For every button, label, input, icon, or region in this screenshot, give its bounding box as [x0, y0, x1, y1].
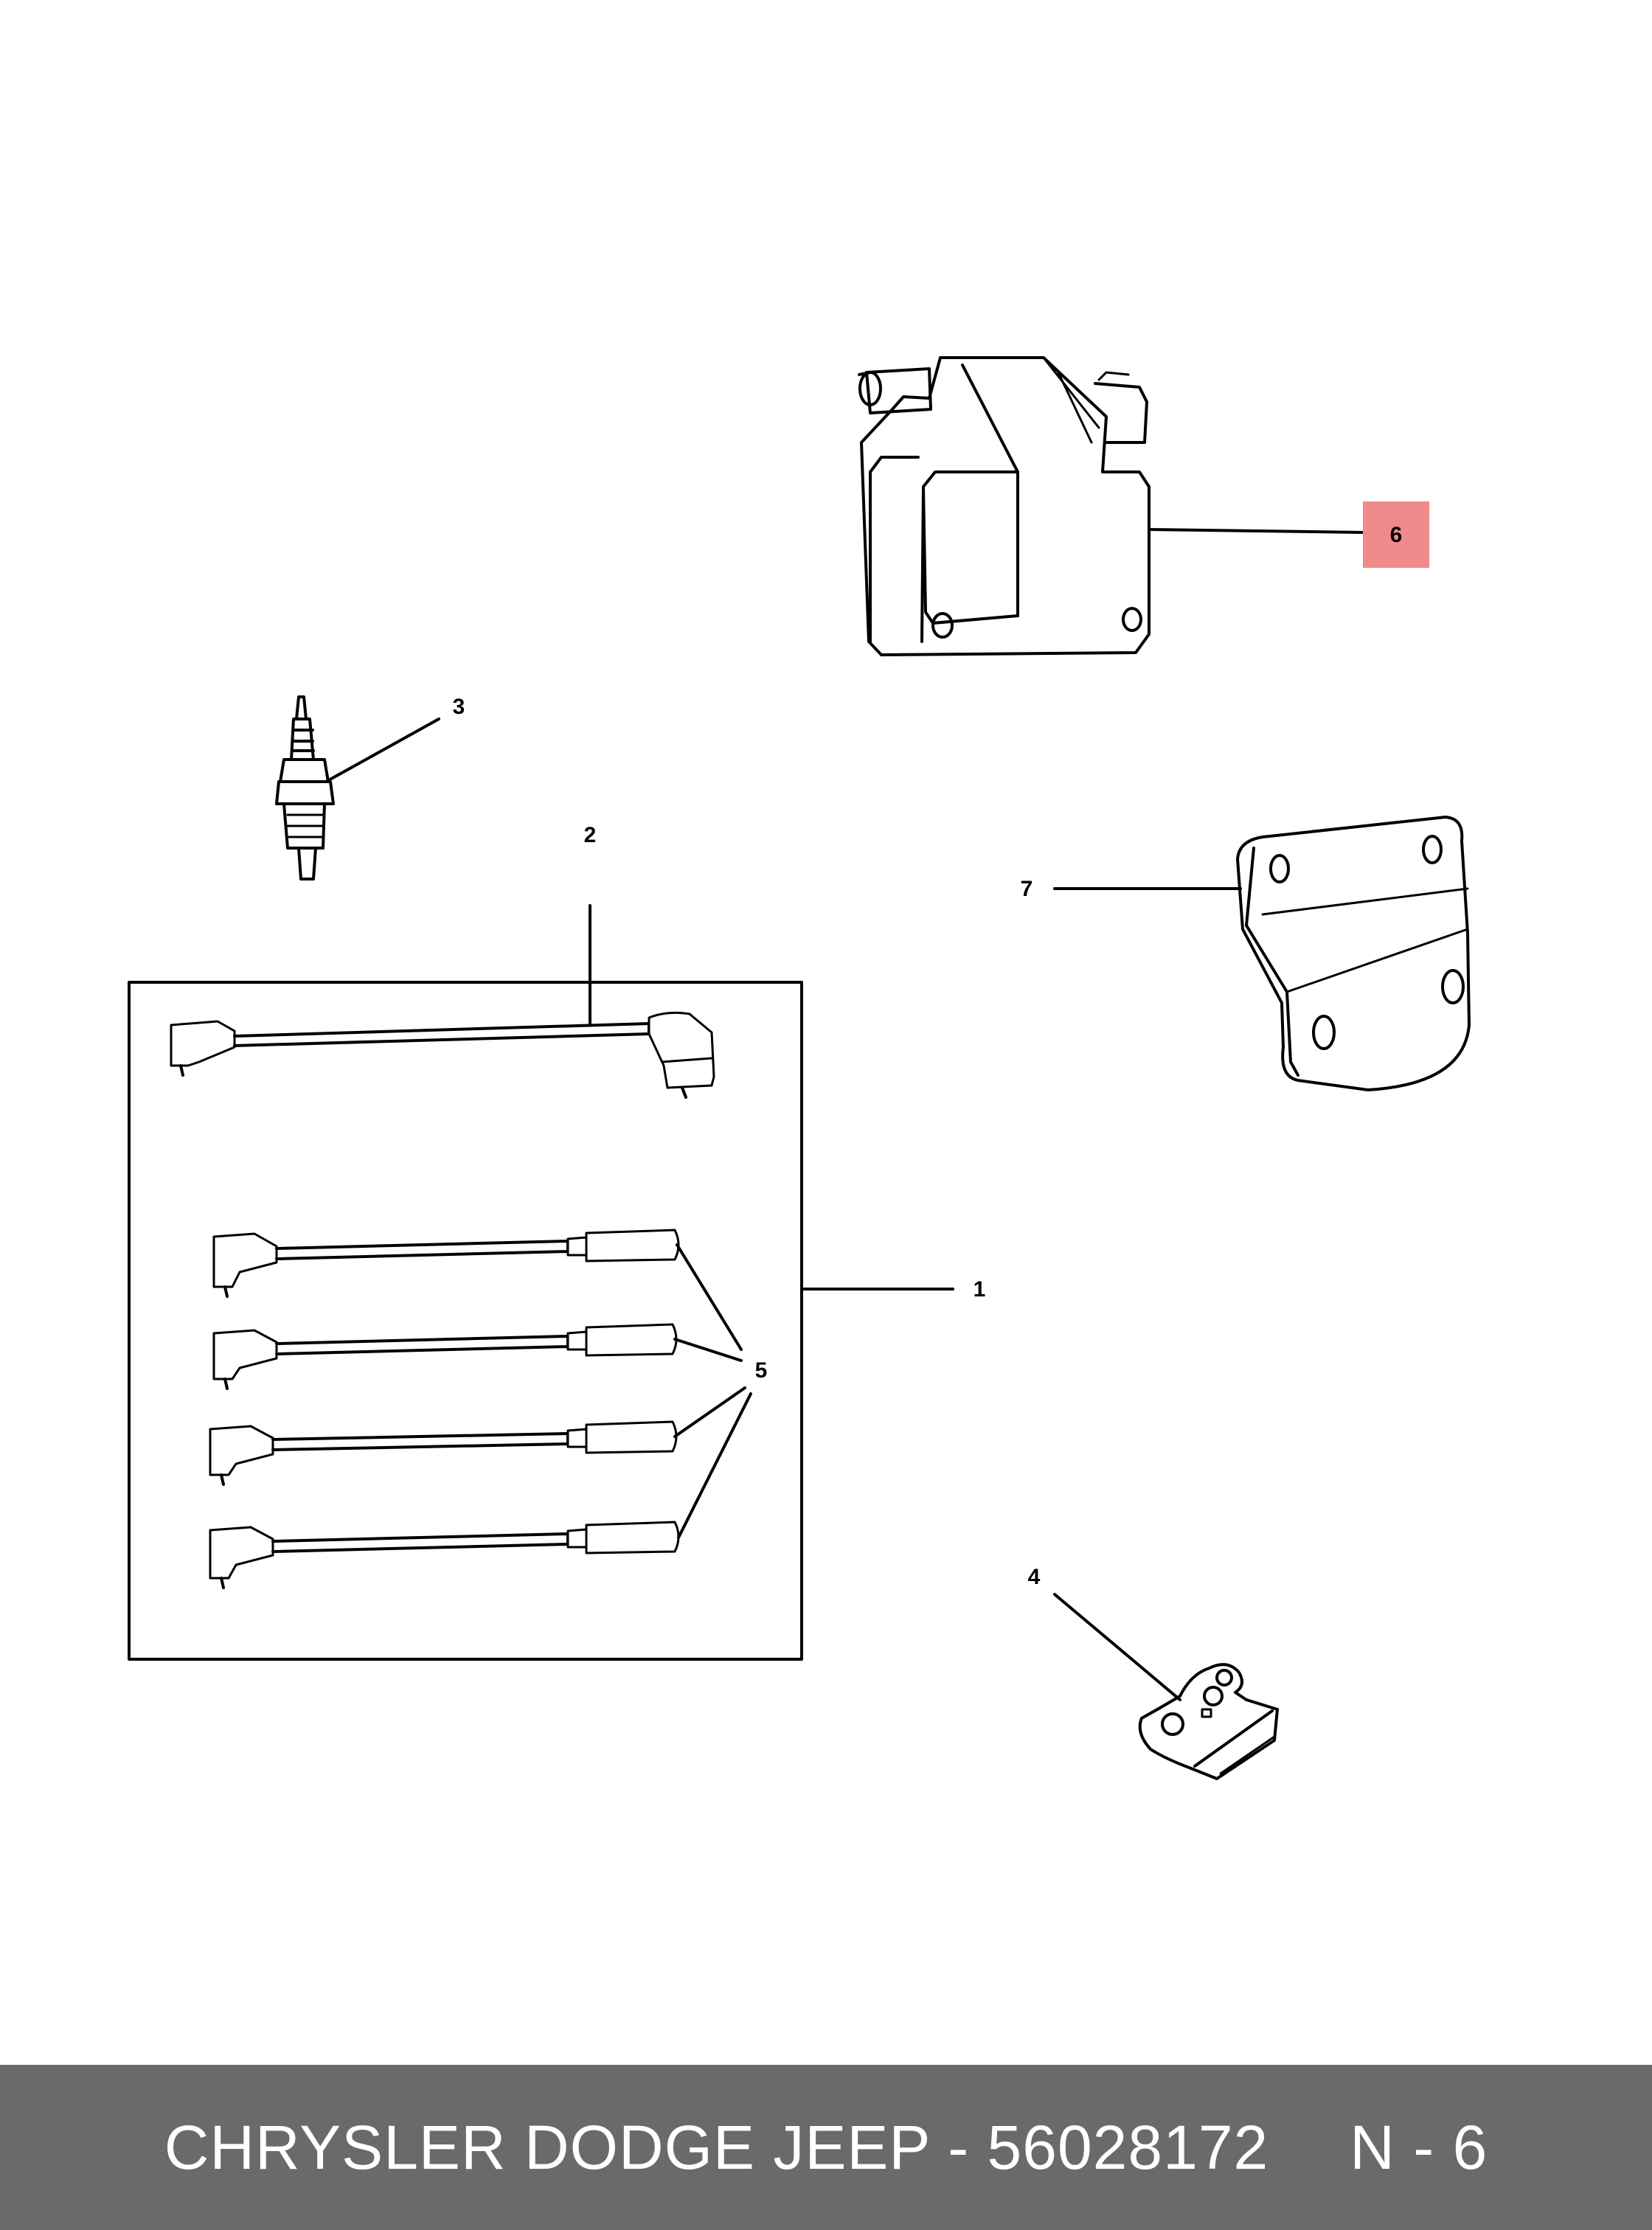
leader-line-3: [324, 718, 440, 783]
spark-plug-wire-3: [209, 1420, 678, 1486]
wire-clip-part: [1138, 1663, 1279, 1780]
callout-6: 6: [1390, 523, 1403, 547]
callout-4: 4: [1028, 1565, 1041, 1589]
spark-plug-part: [275, 695, 335, 880]
highlight-box-6: [1363, 501, 1429, 568]
coil-wire-part: [170, 1011, 715, 1099]
callout-5: 5: [755, 1358, 768, 1383]
spark-plug-wire-2: [212, 1323, 678, 1390]
spark-plug-wire-4: [209, 1521, 680, 1589]
wire-set-box: [128, 981, 803, 1661]
callout-1: 1: [974, 1277, 986, 1302]
leader-lines-5: [673, 1243, 752, 1539]
callout-7: 7: [1021, 877, 1033, 901]
page-code-text: N - 6: [1350, 2112, 1488, 2182]
part-number-text: CHRYSLER DODGE JEEP - 56028172: [164, 2112, 1269, 2182]
ignition-coil-part: [858, 356, 1150, 656]
spark-plug-wire-1: [212, 1229, 680, 1298]
leader-line-6: [1148, 528, 1364, 534]
callout-2: 2: [584, 823, 597, 847]
leader-line-4: [1053, 1593, 1181, 1701]
callout-3: 3: [453, 695, 465, 719]
parts-diagram: 6 3 7 1 2: [128, 356, 1471, 1780]
mounting-bracket-part: [1236, 816, 1471, 1091]
footer-bar: CHRYSLER DODGE JEEP - 56028172 N - 6: [0, 2065, 1652, 2230]
